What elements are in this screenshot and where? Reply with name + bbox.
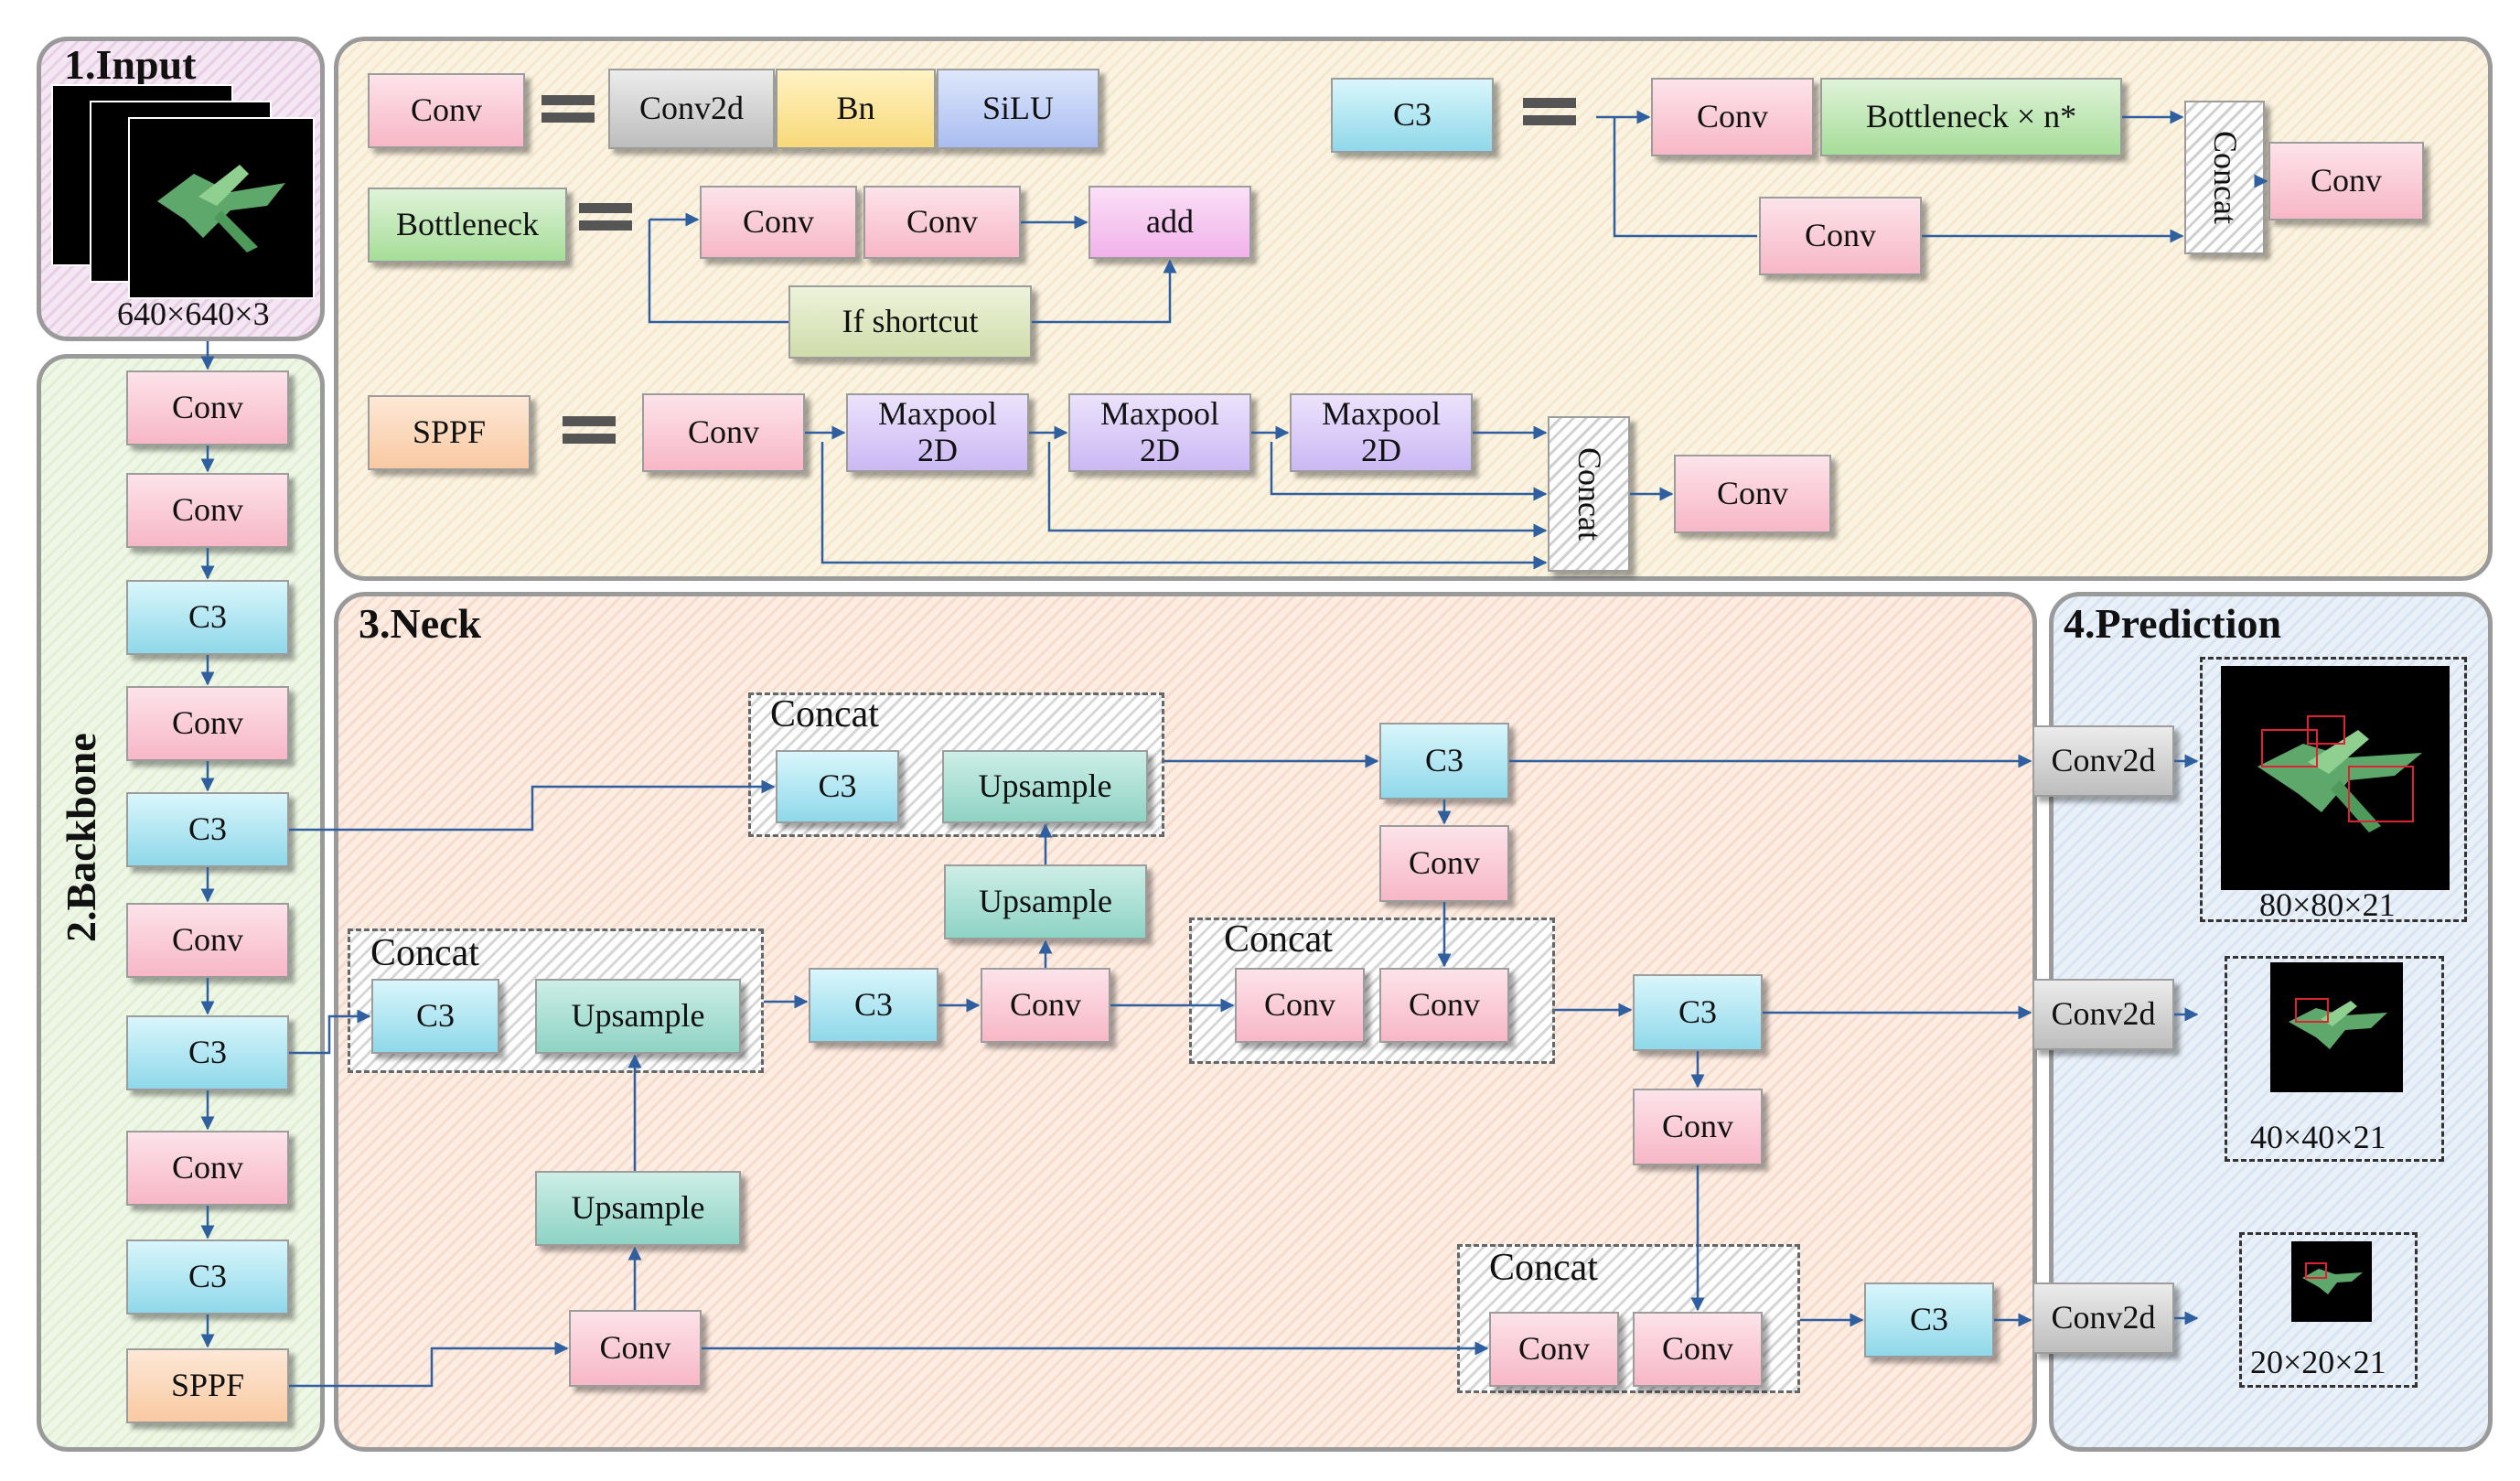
input-title: 1.Input: [64, 41, 197, 88]
neck-upsample-mid: Upsample: [944, 864, 1147, 939]
backbone-conv-4: Conv: [126, 903, 289, 978]
def-sppf-concat-label: Concat: [1571, 447, 1608, 541]
def-sppf-maxpool-2: Maxpool 2D: [1068, 393, 1251, 472]
backbone-conv-5: Conv: [126, 1131, 289, 1206]
neck-concat3-conv-left: Conv: [1235, 968, 1365, 1043]
plant-icon: [157, 165, 285, 252]
neck-conv-down-1: Conv: [1379, 825, 1509, 902]
neck-c3-center: C3: [809, 968, 938, 1043]
backbone-conv-1: Conv: [126, 370, 289, 445]
neck-concat-label-3: Concat: [1224, 918, 1333, 961]
def-bn: Bn: [776, 69, 936, 149]
pred-conv2d-1: Conv2d: [2032, 725, 2174, 797]
def-c3-concat: Concat: [2184, 101, 2265, 254]
neck-upsample-top: Upsample: [942, 750, 1148, 823]
def-sppf-conv-in: Conv: [642, 393, 805, 472]
neck-concat3-conv-right: Conv: [1379, 968, 1509, 1043]
equals-icon: [563, 416, 616, 444]
def-c3-name: C3: [1331, 78, 1494, 153]
def-bottleneck-name: Bottleneck: [368, 188, 567, 263]
neck-concat-label-1: Concat: [770, 693, 879, 735]
neck-concat-label-2: Concat: [370, 932, 479, 974]
backbone-conv-2: Conv: [126, 473, 289, 548]
input-size-label: 640×640×3: [117, 295, 270, 332]
pred-output-frame-2: [2225, 956, 2444, 1162]
neck-concat4-conv-left: Conv: [1489, 1312, 1619, 1387]
def-c3-conv-out: Conv: [2268, 142, 2424, 220]
def-c3-bottleneck: Bottleneck × n*: [1820, 78, 2122, 156]
def-sppf-concat: Concat: [1548, 416, 1630, 572]
backbone-sppf: SPPF: [126, 1348, 289, 1423]
backbone-conv-3: Conv: [126, 686, 289, 761]
backbone-c3-1: C3: [126, 580, 289, 655]
pred-conv2d-2: Conv2d: [2032, 979, 2174, 1050]
neck-c3-left: C3: [371, 979, 499, 1054]
backbone-c3-2: C3: [126, 792, 289, 867]
pred-image-40: [2270, 962, 2403, 1092]
def-sppf-name: SPPF: [368, 395, 531, 470]
def-sppf-maxpool-3: Maxpool 2D: [1290, 393, 1473, 472]
prediction-title: 4.Prediction: [2064, 600, 2282, 647]
def-c3-concat-label: Concat: [2206, 131, 2244, 224]
detected-plant-icon: [2302, 1262, 2363, 1294]
neck-title: 3.Neck: [359, 600, 482, 647]
neck-upsample-left: Upsample: [535, 979, 741, 1054]
def-bottleneck-shortcut: If shortcut: [788, 285, 1032, 359]
def-c3-conv-2: Conv: [1759, 197, 1922, 275]
pred-output-label-3: 20×20×21: [2250, 1344, 2386, 1380]
detected-plant-icon: [2289, 998, 2387, 1049]
pred-output-frame-3: [2239, 1232, 2418, 1388]
backbone-c3-3: C3: [126, 1015, 289, 1090]
def-bottleneck-conv-2: Conv: [863, 186, 1021, 259]
def-bottleneck-add: add: [1088, 186, 1251, 259]
input-image-front: [128, 117, 315, 299]
def-sppf-conv-out: Conv: [1674, 455, 1831, 533]
equals-icon: [579, 203, 632, 231]
detected-plant-icon: [2257, 715, 2422, 832]
def-c3-conv-1: Conv: [1651, 78, 1814, 156]
pred-output-label-1: 80×80×21: [2259, 886, 2396, 923]
pred-image-20: [2291, 1241, 2372, 1322]
def-conv2d: Conv2d: [608, 69, 775, 149]
neck-conv-sppf: Conv: [569, 1310, 702, 1387]
def-silu: SiLU: [937, 69, 1099, 149]
equals-icon: [542, 95, 595, 123]
neck-c3-out-1: C3: [1379, 723, 1509, 800]
def-conv-name: Conv: [368, 73, 525, 148]
equals-icon: [1523, 98, 1576, 125]
pred-output-frame-1: [2200, 657, 2467, 922]
neck-conv-center: Conv: [981, 968, 1110, 1043]
neck-c3-out-3: C3: [1864, 1282, 1994, 1358]
neck-concat4-conv-right: Conv: [1633, 1312, 1763, 1387]
def-bottleneck-conv-1: Conv: [700, 186, 857, 259]
pred-conv2d-3: Conv2d: [2032, 1282, 2174, 1354]
neck-c3-top: C3: [776, 750, 899, 823]
neck-concat-label-4: Concat: [1489, 1247, 1598, 1289]
pred-output-label-2: 40×40×21: [2250, 1119, 2386, 1155]
pred-image-80: [2221, 666, 2450, 890]
backbone-c3-4: C3: [126, 1240, 289, 1315]
neck-conv-down-2: Conv: [1633, 1089, 1763, 1165]
neck-upsample-bottom: Upsample: [535, 1171, 741, 1246]
neck-c3-out-2: C3: [1633, 974, 1763, 1051]
def-sppf-maxpool-1: Maxpool 2D: [846, 393, 1029, 472]
